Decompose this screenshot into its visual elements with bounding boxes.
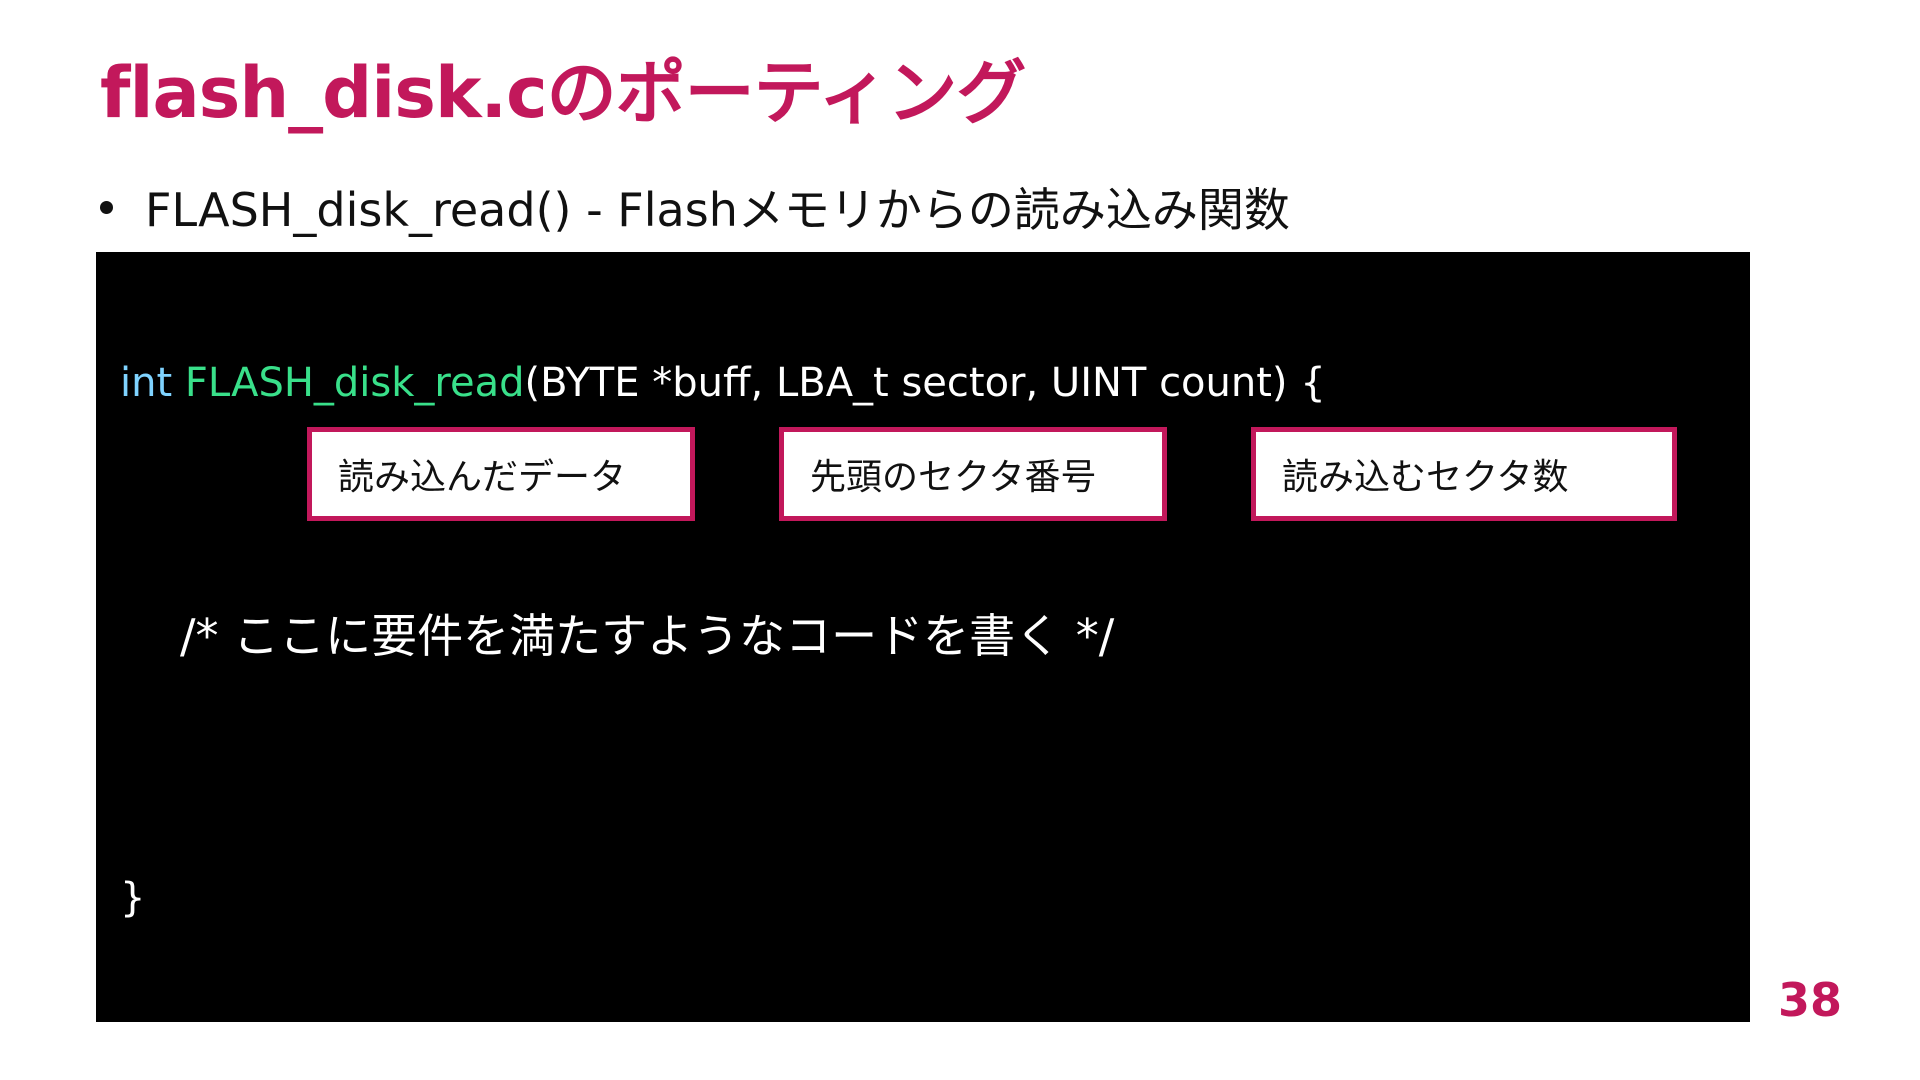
code-keyword: int bbox=[120, 360, 173, 406]
annotation-buff-label: 読み込んだデータ bbox=[338, 457, 627, 498]
code-signature: int FLASH_disk_read(BYTE *buff, LBA_t se… bbox=[120, 355, 1326, 411]
bullet-item: FLASH_disk_read() - Flashメモリからの読み込み関数 bbox=[100, 172, 1290, 242]
annotation-count-label: 読み込むセクタ数 bbox=[1282, 457, 1569, 498]
code-function-name: FLASH_disk_read bbox=[184, 360, 525, 406]
annotation-count: 読み込むセクタ数 bbox=[1251, 427, 1677, 521]
annotation-buff: 読み込んだデータ bbox=[307, 427, 695, 521]
bullet-dot-icon bbox=[100, 200, 113, 214]
code-panel: int FLASH_disk_read(BYTE *buff, LBA_t se… bbox=[96, 252, 1750, 1022]
annotation-sector-label: 先頭のセクタ番号 bbox=[810, 457, 1097, 498]
slide-title: flash_disk.cのポーティング bbox=[100, 52, 1026, 134]
code-closing-brace: } bbox=[120, 875, 146, 921]
code-comment: /* ここに要件を満たすようなコードを書く */ bbox=[180, 609, 1115, 663]
code-params: (BYTE *buff, LBA_t sector, UINT count) { bbox=[524, 360, 1326, 406]
bullet-text: FLASH_disk_read() - Flashメモリからの読み込み関数 bbox=[145, 183, 1290, 237]
page-number: 38 bbox=[1778, 973, 1843, 1027]
annotation-sector: 先頭のセクタ番号 bbox=[779, 427, 1167, 521]
